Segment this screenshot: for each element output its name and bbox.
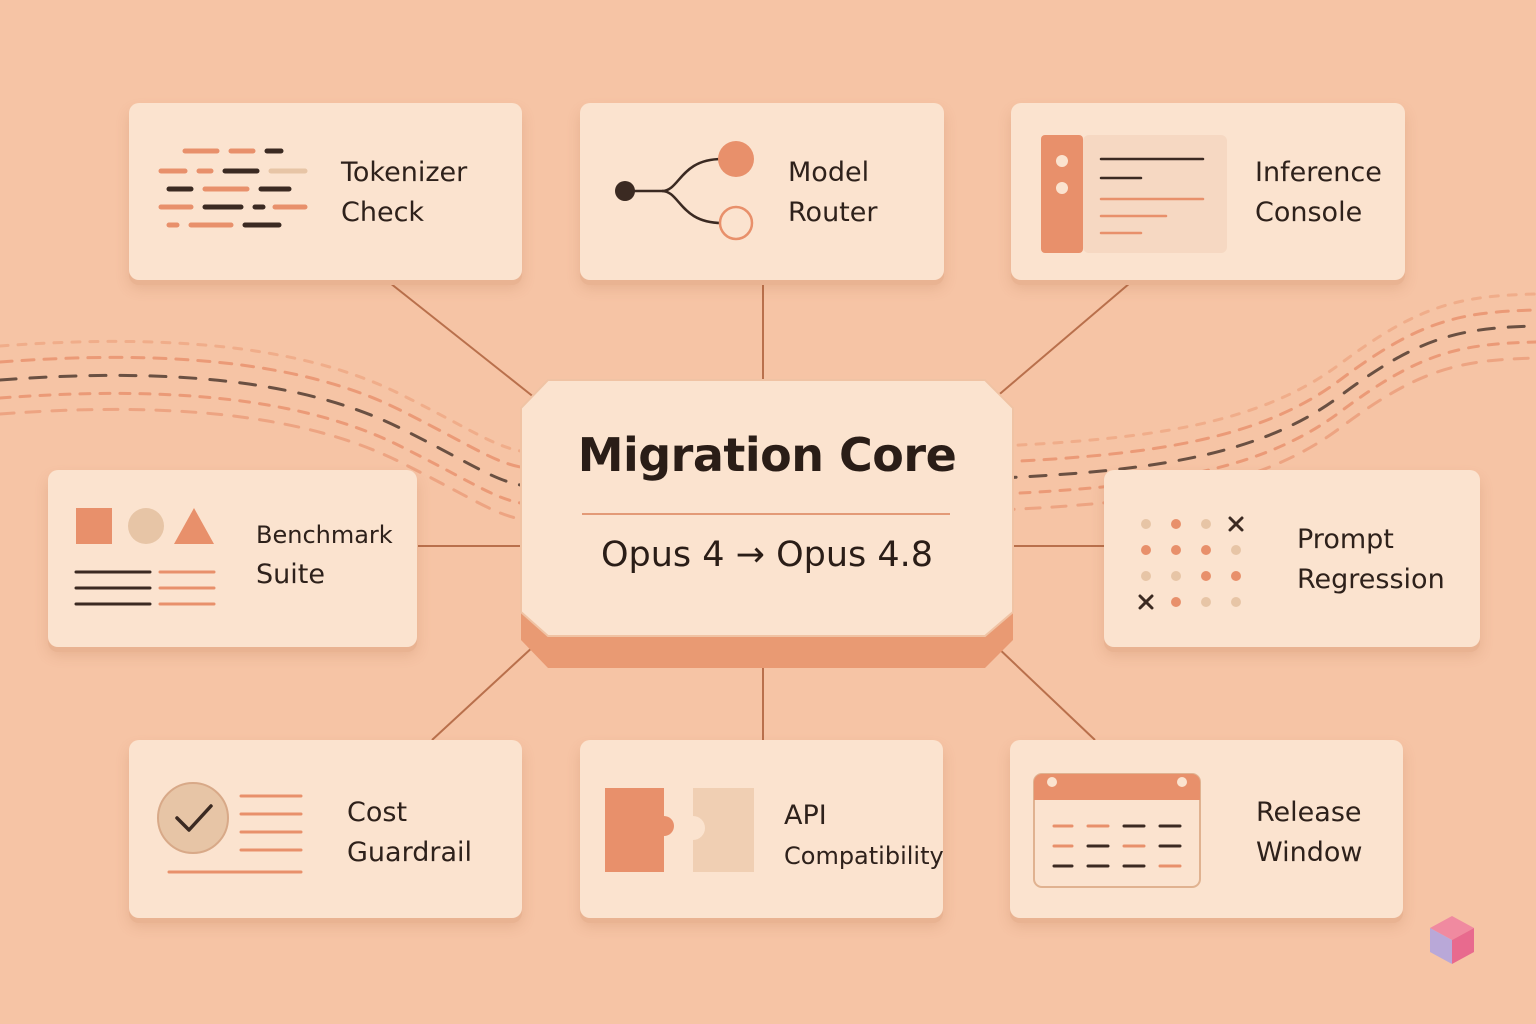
tokenizer-check-label: Tokenizer Check: [341, 157, 468, 228]
inference-console-label: Inference Console: [1255, 157, 1382, 228]
model-router-card[interactable]: Model Router: [580, 103, 944, 280]
prompt-regression-label: Prompt Regression: [1297, 524, 1445, 595]
core-title: Migration Core: [577, 428, 957, 482]
prompt-regression-card[interactable]: Prompt Regression: [1104, 470, 1480, 647]
migration-core-block: [520, 379, 1014, 668]
puzzle-pieces-icon: [605, 788, 754, 872]
cost-guardrail-label: Cost Guardrail: [347, 797, 472, 868]
benchmark-suite-card[interactable]: Benchmark Suite: [48, 470, 417, 647]
api-compatibility-card[interactable]: API Compatibility: [580, 740, 944, 918]
token-stream-icon: [158, 148, 308, 228]
shapes-chart-icon: [74, 508, 216, 606]
cost-guardrail-card[interactable]: Cost Guardrail: [129, 740, 522, 918]
calendar-icon: [1033, 773, 1201, 888]
benchmark-suite-label: Benchmark Suite: [256, 521, 393, 590]
release-window-card[interactable]: Release Window: [1010, 740, 1403, 918]
core-divider: [582, 513, 950, 515]
core-subtitle: Opus 4 → Opus 4.8: [600, 535, 934, 575]
api-compatibility-label: API Compatibility: [784, 800, 944, 870]
connectors: [389, 282, 1131, 741]
console-window-icon: [1041, 135, 1227, 253]
branch-router-icon: [615, 141, 754, 241]
model-router-label: Model Router: [788, 157, 878, 228]
dot-matrix-icon: [1138, 516, 1244, 610]
cube-logo-icon: [1430, 916, 1474, 964]
data-stream-left: [0, 339, 562, 524]
tokenizer-check-card[interactable]: Tokenizer Check: [129, 103, 522, 280]
check-badge-icon: [157, 782, 303, 874]
release-window-label: Release Window: [1256, 797, 1363, 868]
inference-console-card[interactable]: Inference Console: [1011, 103, 1405, 280]
